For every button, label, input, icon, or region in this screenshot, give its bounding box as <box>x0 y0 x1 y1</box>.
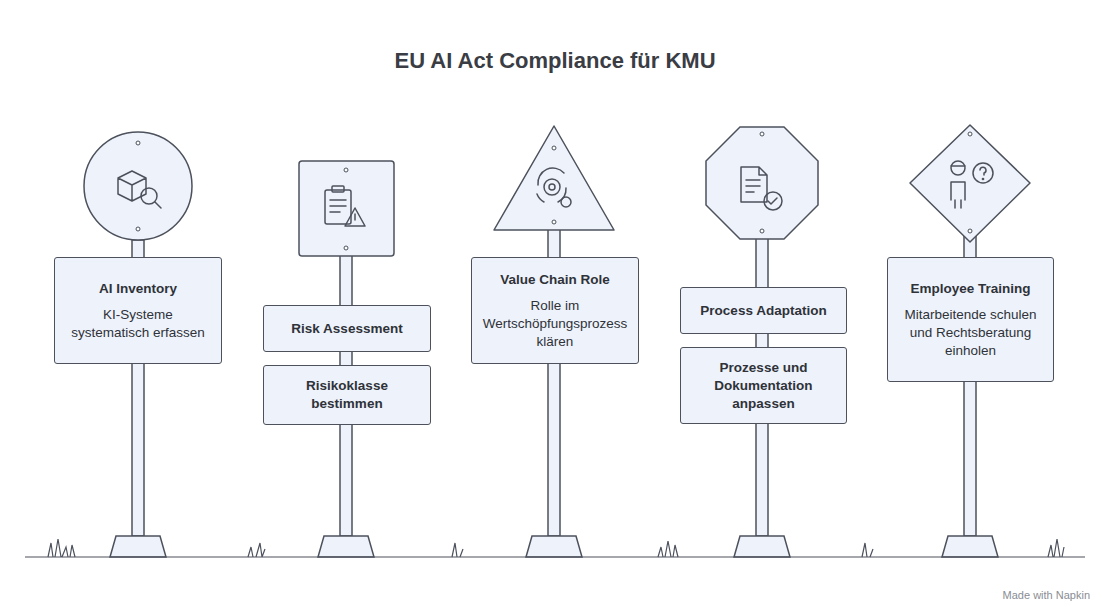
board-heading: Prozesse und Dokumentation anpassen <box>691 359 836 413</box>
sign-triangle <box>494 126 614 230</box>
sign-board: Risikoklasse bestimmen <box>263 365 431 425</box>
ground <box>25 539 1085 557</box>
sign-board: AI InventoryKI-Systeme systematisch erfa… <box>54 257 222 364</box>
diagram-title: EU AI Act Compliance für KMU <box>0 48 1110 74</box>
training-icon <box>951 161 993 208</box>
board-heading: Employee Training <box>910 280 1030 298</box>
value-chain-icon <box>537 168 571 207</box>
process-icon <box>741 167 782 210</box>
board-heading: Process Adaptation <box>700 302 826 320</box>
board-heading: Value Chain Role <box>500 271 610 289</box>
sign-octagon <box>706 127 818 239</box>
risk-icon <box>325 186 365 226</box>
sign-board: Prozesse und Dokumentation anpassen <box>680 347 847 424</box>
board-heading: AI Inventory <box>99 280 177 298</box>
sign-circle <box>84 132 192 240</box>
pole-base <box>318 536 374 557</box>
board-text: Mitarbeitende schulen und Rechtsberatung… <box>898 306 1043 360</box>
pole-base <box>526 536 582 557</box>
board-heading: Risikoklasse bestimmen <box>274 377 420 413</box>
watermark: Made with Napkin <box>1003 589 1090 601</box>
sign-board: Value Chain RoleRolle im Wertschöpfungsp… <box>471 257 639 364</box>
pole-base <box>942 536 998 557</box>
sign-board: Process Adaptation <box>680 287 847 334</box>
board-text: KI-Systeme systematisch erfassen <box>65 306 211 342</box>
sign-square <box>299 161 394 256</box>
board-heading: Risk Assessment <box>291 320 402 338</box>
rivets <box>136 132 972 250</box>
inventory-icon <box>118 171 161 208</box>
board-text: Rolle im Wertschöpfungsprozess klären <box>482 297 628 351</box>
pole-base <box>110 536 166 557</box>
pole-base <box>734 536 790 557</box>
sign-board: Risk Assessment <box>263 305 431 352</box>
sign-diamond <box>910 125 1030 242</box>
sign-board: Employee TrainingMitarbeitende schulen u… <box>887 257 1054 382</box>
